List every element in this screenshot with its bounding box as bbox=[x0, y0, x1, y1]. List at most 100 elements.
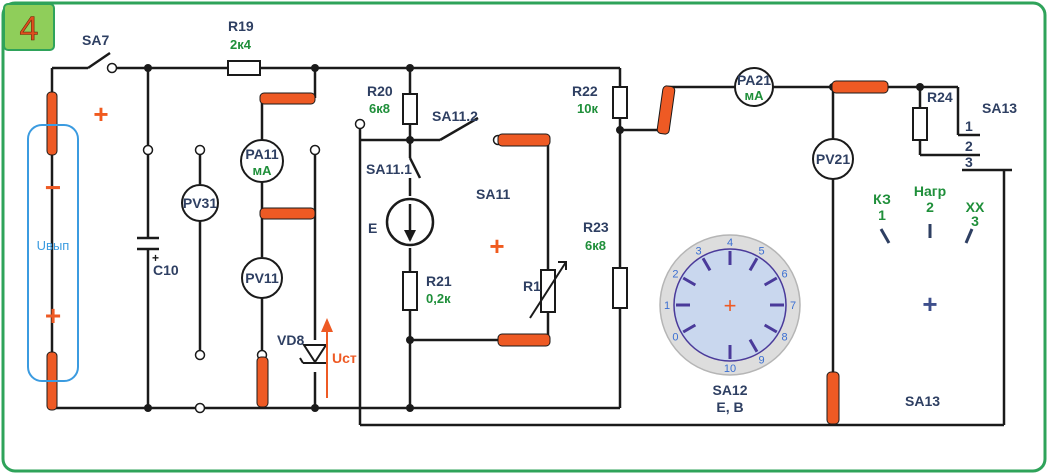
jumper bbox=[826, 371, 840, 425]
sa11-label: SA11 bbox=[476, 186, 510, 202]
sa13-top-label: SA13 bbox=[982, 100, 1017, 116]
vd8-diode bbox=[299, 344, 328, 364]
dial-tick-label: 4 bbox=[727, 237, 733, 249]
sa11-2-label: SA11.2 bbox=[432, 108, 478, 124]
e-source bbox=[385, 197, 435, 247]
sa11-1-label: SA11.1 bbox=[366, 161, 412, 177]
plus-marker: + bbox=[489, 231, 504, 261]
sa13-mark-3 bbox=[964, 228, 974, 244]
dial-tick-label: 2 bbox=[672, 269, 678, 281]
supply-minus: − bbox=[45, 172, 61, 203]
dial-tick-mark bbox=[748, 257, 759, 272]
r20-value: 6к8 bbox=[369, 101, 390, 116]
r23-body bbox=[612, 267, 628, 309]
r22-body bbox=[612, 86, 628, 119]
r22-value: 10к bbox=[577, 101, 598, 116]
terminals bbox=[106, 62, 504, 414]
sa12-unit: E, B bbox=[716, 399, 743, 415]
pv11-label: PV11 bbox=[245, 270, 279, 286]
dial-tick-label: 1 bbox=[664, 300, 670, 312]
dial-center-plus: + bbox=[724, 293, 737, 318]
vd8-label: VD8 bbox=[277, 332, 304, 348]
sa13-bottom-label: SA13 bbox=[905, 393, 940, 409]
dial-tick-mark bbox=[701, 257, 712, 272]
dial-tick-label: 0 bbox=[672, 332, 678, 344]
r20-label: R20 bbox=[367, 83, 393, 99]
jumper bbox=[497, 333, 551, 347]
r24-label: R24 bbox=[927, 89, 953, 105]
jumper bbox=[259, 92, 316, 105]
pv11-meter: PV11 bbox=[241, 257, 283, 299]
plus-marker: + bbox=[93, 99, 108, 129]
dial-tick-label: 8 bbox=[781, 332, 787, 344]
pa11-unit: мА bbox=[252, 163, 272, 178]
jumper bbox=[656, 85, 676, 135]
sa13-position-1-name: КЗ bbox=[873, 191, 891, 207]
r19-value: 2к4 bbox=[230, 37, 252, 52]
r22-label: R22 bbox=[572, 83, 598, 99]
pa21-label: PA21 bbox=[737, 72, 771, 88]
sa13-contact-1: 1 bbox=[965, 118, 973, 134]
jumpers bbox=[46, 80, 889, 425]
sa13-position-2-num: 2 bbox=[926, 199, 934, 215]
plus-marker: + bbox=[922, 289, 937, 319]
pv31-meter: PV31 bbox=[181, 184, 219, 222]
panel-number-badge: 4 bbox=[3, 3, 55, 51]
jumper bbox=[46, 91, 58, 156]
sa12-dial[interactable]: 0 1 2 3 4 5 6 7 8 9 10 + bbox=[659, 234, 801, 376]
r1-label: R1 bbox=[523, 278, 541, 294]
sa13-contact-2: 2 bbox=[965, 138, 973, 154]
power-supply: − Uвып + bbox=[27, 124, 79, 382]
supply-plus: + bbox=[45, 300, 61, 331]
jumper bbox=[497, 133, 551, 147]
jumper bbox=[256, 356, 269, 408]
jumper bbox=[259, 207, 316, 220]
pv21-meter: PV21 bbox=[812, 138, 854, 180]
sa7-label: SA7 bbox=[82, 32, 109, 48]
junction-dots bbox=[144, 64, 924, 412]
sa13-contact-3: 3 bbox=[965, 154, 973, 170]
dial-tick-label: 9 bbox=[758, 355, 764, 367]
dial-tick-label: 6 bbox=[781, 269, 787, 281]
r1-variable-arrow bbox=[529, 261, 567, 319]
pv31-label: PV31 bbox=[183, 195, 217, 211]
r19-body bbox=[227, 60, 261, 76]
sa13-mark-1 bbox=[879, 228, 891, 244]
dial-tick-mark bbox=[763, 323, 778, 334]
c10-label: C10 bbox=[153, 262, 179, 278]
dial-tick-mark bbox=[682, 276, 697, 287]
ust-label: Uст bbox=[332, 350, 357, 366]
pa11-meter: PA11 мА bbox=[240, 139, 284, 183]
r21-body bbox=[402, 271, 418, 311]
sa12-label: SA12 bbox=[712, 382, 747, 398]
panel-number: 4 bbox=[20, 10, 39, 48]
supply-label: Uвып bbox=[37, 238, 70, 253]
r20-body bbox=[402, 93, 418, 125]
pa21-meter: PA21 мА bbox=[734, 67, 774, 107]
resistor-bodies bbox=[227, 60, 928, 313]
dial-ticks: 0 1 2 3 4 5 6 7 8 9 10 bbox=[664, 237, 796, 375]
dial-tick-mark bbox=[763, 276, 778, 287]
sa13-position-3-name: ХХ bbox=[966, 199, 985, 215]
e-label: E bbox=[368, 220, 377, 236]
r23-value: 6к8 bbox=[585, 238, 606, 253]
r21-label: R21 bbox=[426, 273, 452, 289]
r19-label: R19 bbox=[228, 18, 254, 34]
r23-label: R23 bbox=[583, 219, 609, 235]
sa13-selector[interactable] bbox=[879, 224, 974, 244]
dial-tick-mark bbox=[682, 323, 697, 334]
r21-value: 0,2к bbox=[426, 291, 451, 306]
sa13-position-1-num: 1 bbox=[878, 207, 886, 223]
dial-tick-label: 10 bbox=[724, 363, 736, 375]
dial-tick-label: 7 bbox=[790, 300, 796, 312]
c10-capacitor bbox=[137, 236, 159, 251]
jumper bbox=[831, 80, 889, 94]
dial-tick-label: 5 bbox=[758, 245, 764, 257]
pa21-unit: мА bbox=[744, 88, 764, 103]
sa13-position-2-name: Нагр bbox=[914, 183, 946, 199]
r24-body bbox=[912, 107, 928, 141]
dial-tick-label: 3 bbox=[695, 245, 701, 257]
dial-tick-mark bbox=[748, 338, 759, 353]
